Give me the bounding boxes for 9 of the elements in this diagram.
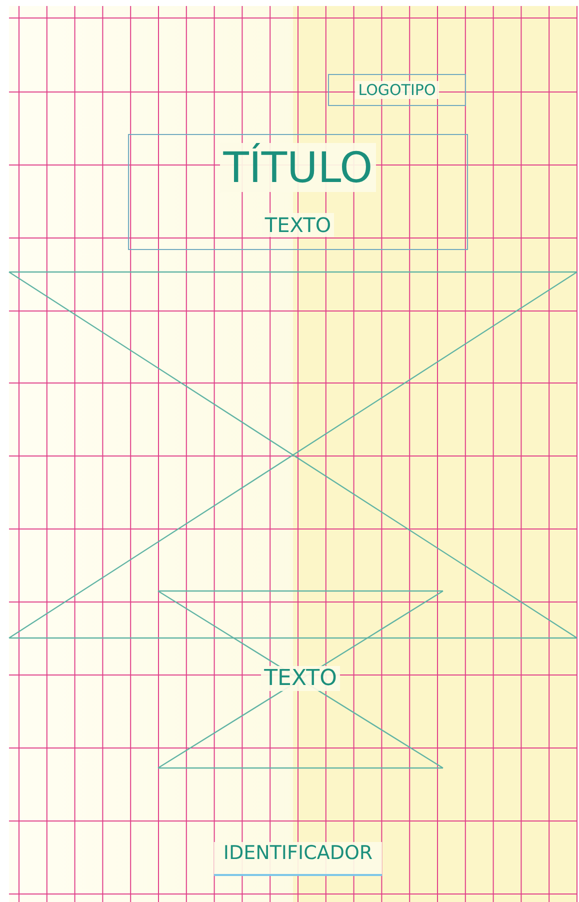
image-placeholder	[9, 272, 577, 638]
body-text: TEXTO	[261, 666, 340, 691]
title-box	[128, 134, 468, 250]
image-placeholder	[158, 591, 443, 768]
title-text: TÍTULO	[220, 143, 376, 192]
identifier-label: IDENTIFICADOR	[214, 842, 382, 876]
body-text: TEXTO	[262, 213, 334, 237]
text-frame	[328, 74, 466, 106]
frame-label: LOGOTIPO	[355, 81, 439, 99]
